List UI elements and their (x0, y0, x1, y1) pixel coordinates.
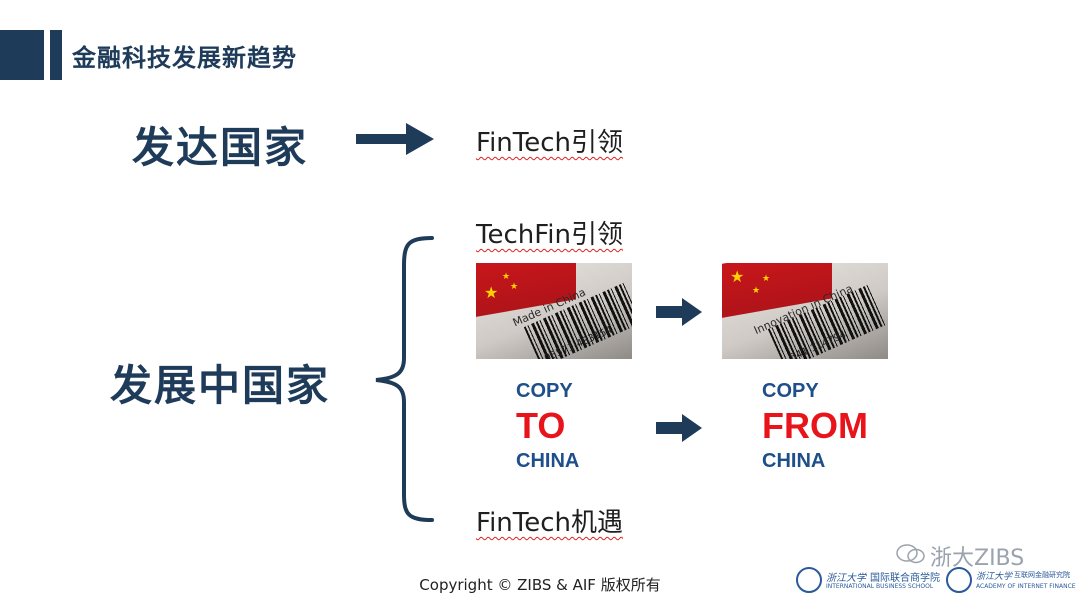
slide-title: 金融科技发展新趋势 (72, 44, 297, 72)
from-word: FROM (762, 405, 868, 446)
copyright-text: Copyright © ZIBS & AIF 版权所有 (419, 576, 661, 594)
curly-brace-icon (375, 236, 434, 522)
header-bar-block (0, 30, 44, 80)
header-bar-accent (50, 30, 62, 80)
arrow-right-icon (656, 298, 702, 326)
watermark-text: 浙大ZIBS (930, 546, 1025, 571)
made-in-china-photo: ★ ★ ★ Made in China 05571 483154 (476, 263, 632, 359)
school-logos: 浙江大学 国际联合商学院 INTERNATIONAL BUSINESS SCHO… (796, 565, 1076, 601)
arrow-right-icon (356, 123, 434, 155)
techfin-lead-label: TechFin引领 (476, 220, 623, 250)
zju-name: 浙江大学 (826, 573, 866, 584)
china-word: CHINA (516, 450, 580, 472)
fintech-lead-label: FinTech引领 (476, 128, 623, 158)
aif-en-name: ACADEMY OF INTERNET FINANCE (976, 583, 1076, 590)
developed-countries-label: 发达国家 (132, 123, 309, 172)
arrow-right-icon (656, 414, 702, 442)
wechat-icon (896, 544, 925, 564)
to-word: TO (516, 405, 566, 446)
copy-word: COPY (762, 380, 819, 402)
zju-emblem-icon (946, 567, 972, 593)
copy-word: COPY (516, 380, 573, 402)
developing-countries-label: 发展中国家 (110, 361, 331, 410)
copy-from-china-text: COPY FROM CHINA (762, 378, 868, 474)
zju-name: 浙江大学 (976, 572, 1013, 582)
china-word: CHINA (762, 450, 826, 472)
copy-to-china-text: COPY TO CHINA (516, 378, 579, 474)
ibs-cn-name: 国际联合商学院 (870, 573, 940, 584)
aif-cn-name: 互联网金融研究院 (1014, 571, 1070, 579)
fintech-opportunity-label: FinTech机遇 (476, 508, 623, 538)
ibs-en-name: INTERNATIONAL BUSINESS SCHOOL (826, 583, 934, 590)
zju-emblem-icon (796, 567, 822, 593)
innovation-in-china-photo: ★ ★ ★ Innovation in China 541 114794 (722, 263, 888, 359)
